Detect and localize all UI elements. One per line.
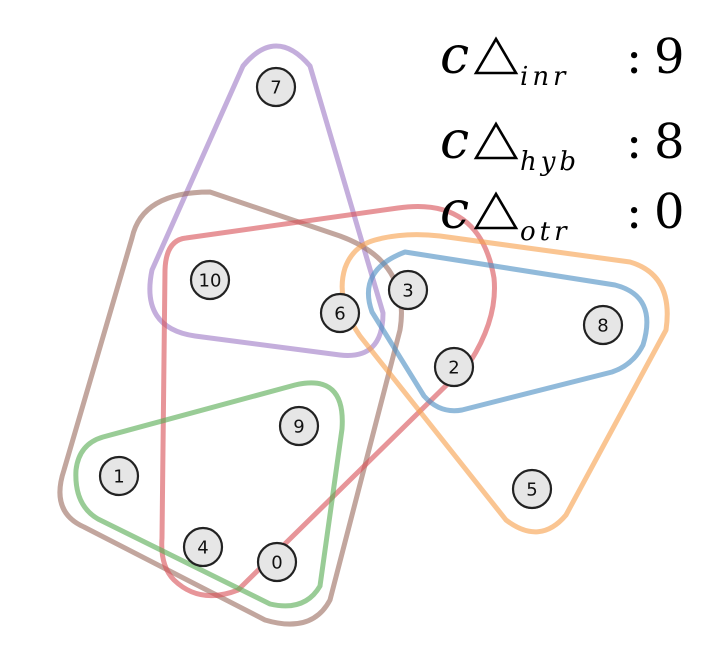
node-circle [255,66,297,108]
hyperedge-purple [147,43,386,358]
node-10: 10 [189,259,231,301]
legend-separator: : [626,29,642,85]
legend-row-hyb: c hyb:8 [440,111,685,177]
node-7: 7 [255,66,297,108]
hyperedge-blue [366,249,650,414]
node-label: 8 [597,316,608,337]
hyperedge-layer [57,43,670,627]
node-label: 3 [402,281,413,302]
legend-separator: : [626,184,642,240]
node-label: 4 [197,538,208,559]
node-circle [189,259,231,301]
node-label: 2 [448,358,459,379]
node-1: 1 [98,455,140,497]
legend-value: 9 [654,29,685,85]
node-circle [98,455,140,497]
legend-symbol: c [440,26,469,86]
legend-subscript: inr [520,62,570,92]
node-label: 10 [199,271,222,292]
node-circle [433,346,475,388]
node-label: 1 [113,467,124,488]
legend-subscript: hyb [520,147,580,177]
node-label: 6 [334,304,345,325]
legend-row-otr: c otr:0 [440,181,685,247]
node-2: 2 [433,346,475,388]
legend-subscript: otr [520,217,571,247]
node-6: 6 [319,292,361,334]
hyperedge-red [159,204,497,599]
node-label: 9 [293,417,304,438]
node-3: 3 [387,269,429,311]
node-circle [278,405,320,447]
node-label: 7 [270,78,281,99]
node-0: 0 [256,541,298,583]
node-circle [182,526,224,568]
legend-separator: : [626,114,642,170]
hyperedge-brown [57,189,404,627]
node-circle [319,292,361,334]
triangle-icon [473,36,519,75]
node-9: 9 [278,405,320,447]
triangle-icon [473,121,519,160]
hyperedge-orange [339,232,670,535]
node-circle [582,304,624,346]
node-label: 0 [271,553,282,574]
triangle-icon [473,191,519,230]
node-circle [511,468,553,510]
node-circle [387,269,429,311]
legend-symbol: c [440,111,469,171]
node-circle [256,541,298,583]
legend-value: 8 [654,114,685,170]
node-8: 8 [582,304,624,346]
node-4: 4 [182,526,224,568]
legend-symbol: c [440,181,469,241]
legend-row-inr: c inr:9 [440,26,685,92]
legend-value: 0 [654,184,685,240]
node-5: 5 [511,468,553,510]
hyperedge-green [73,380,345,609]
node-label: 5 [526,480,537,501]
node-layer: 0 1 2 3 4 5 6 7 8 9 10 [98,66,624,583]
